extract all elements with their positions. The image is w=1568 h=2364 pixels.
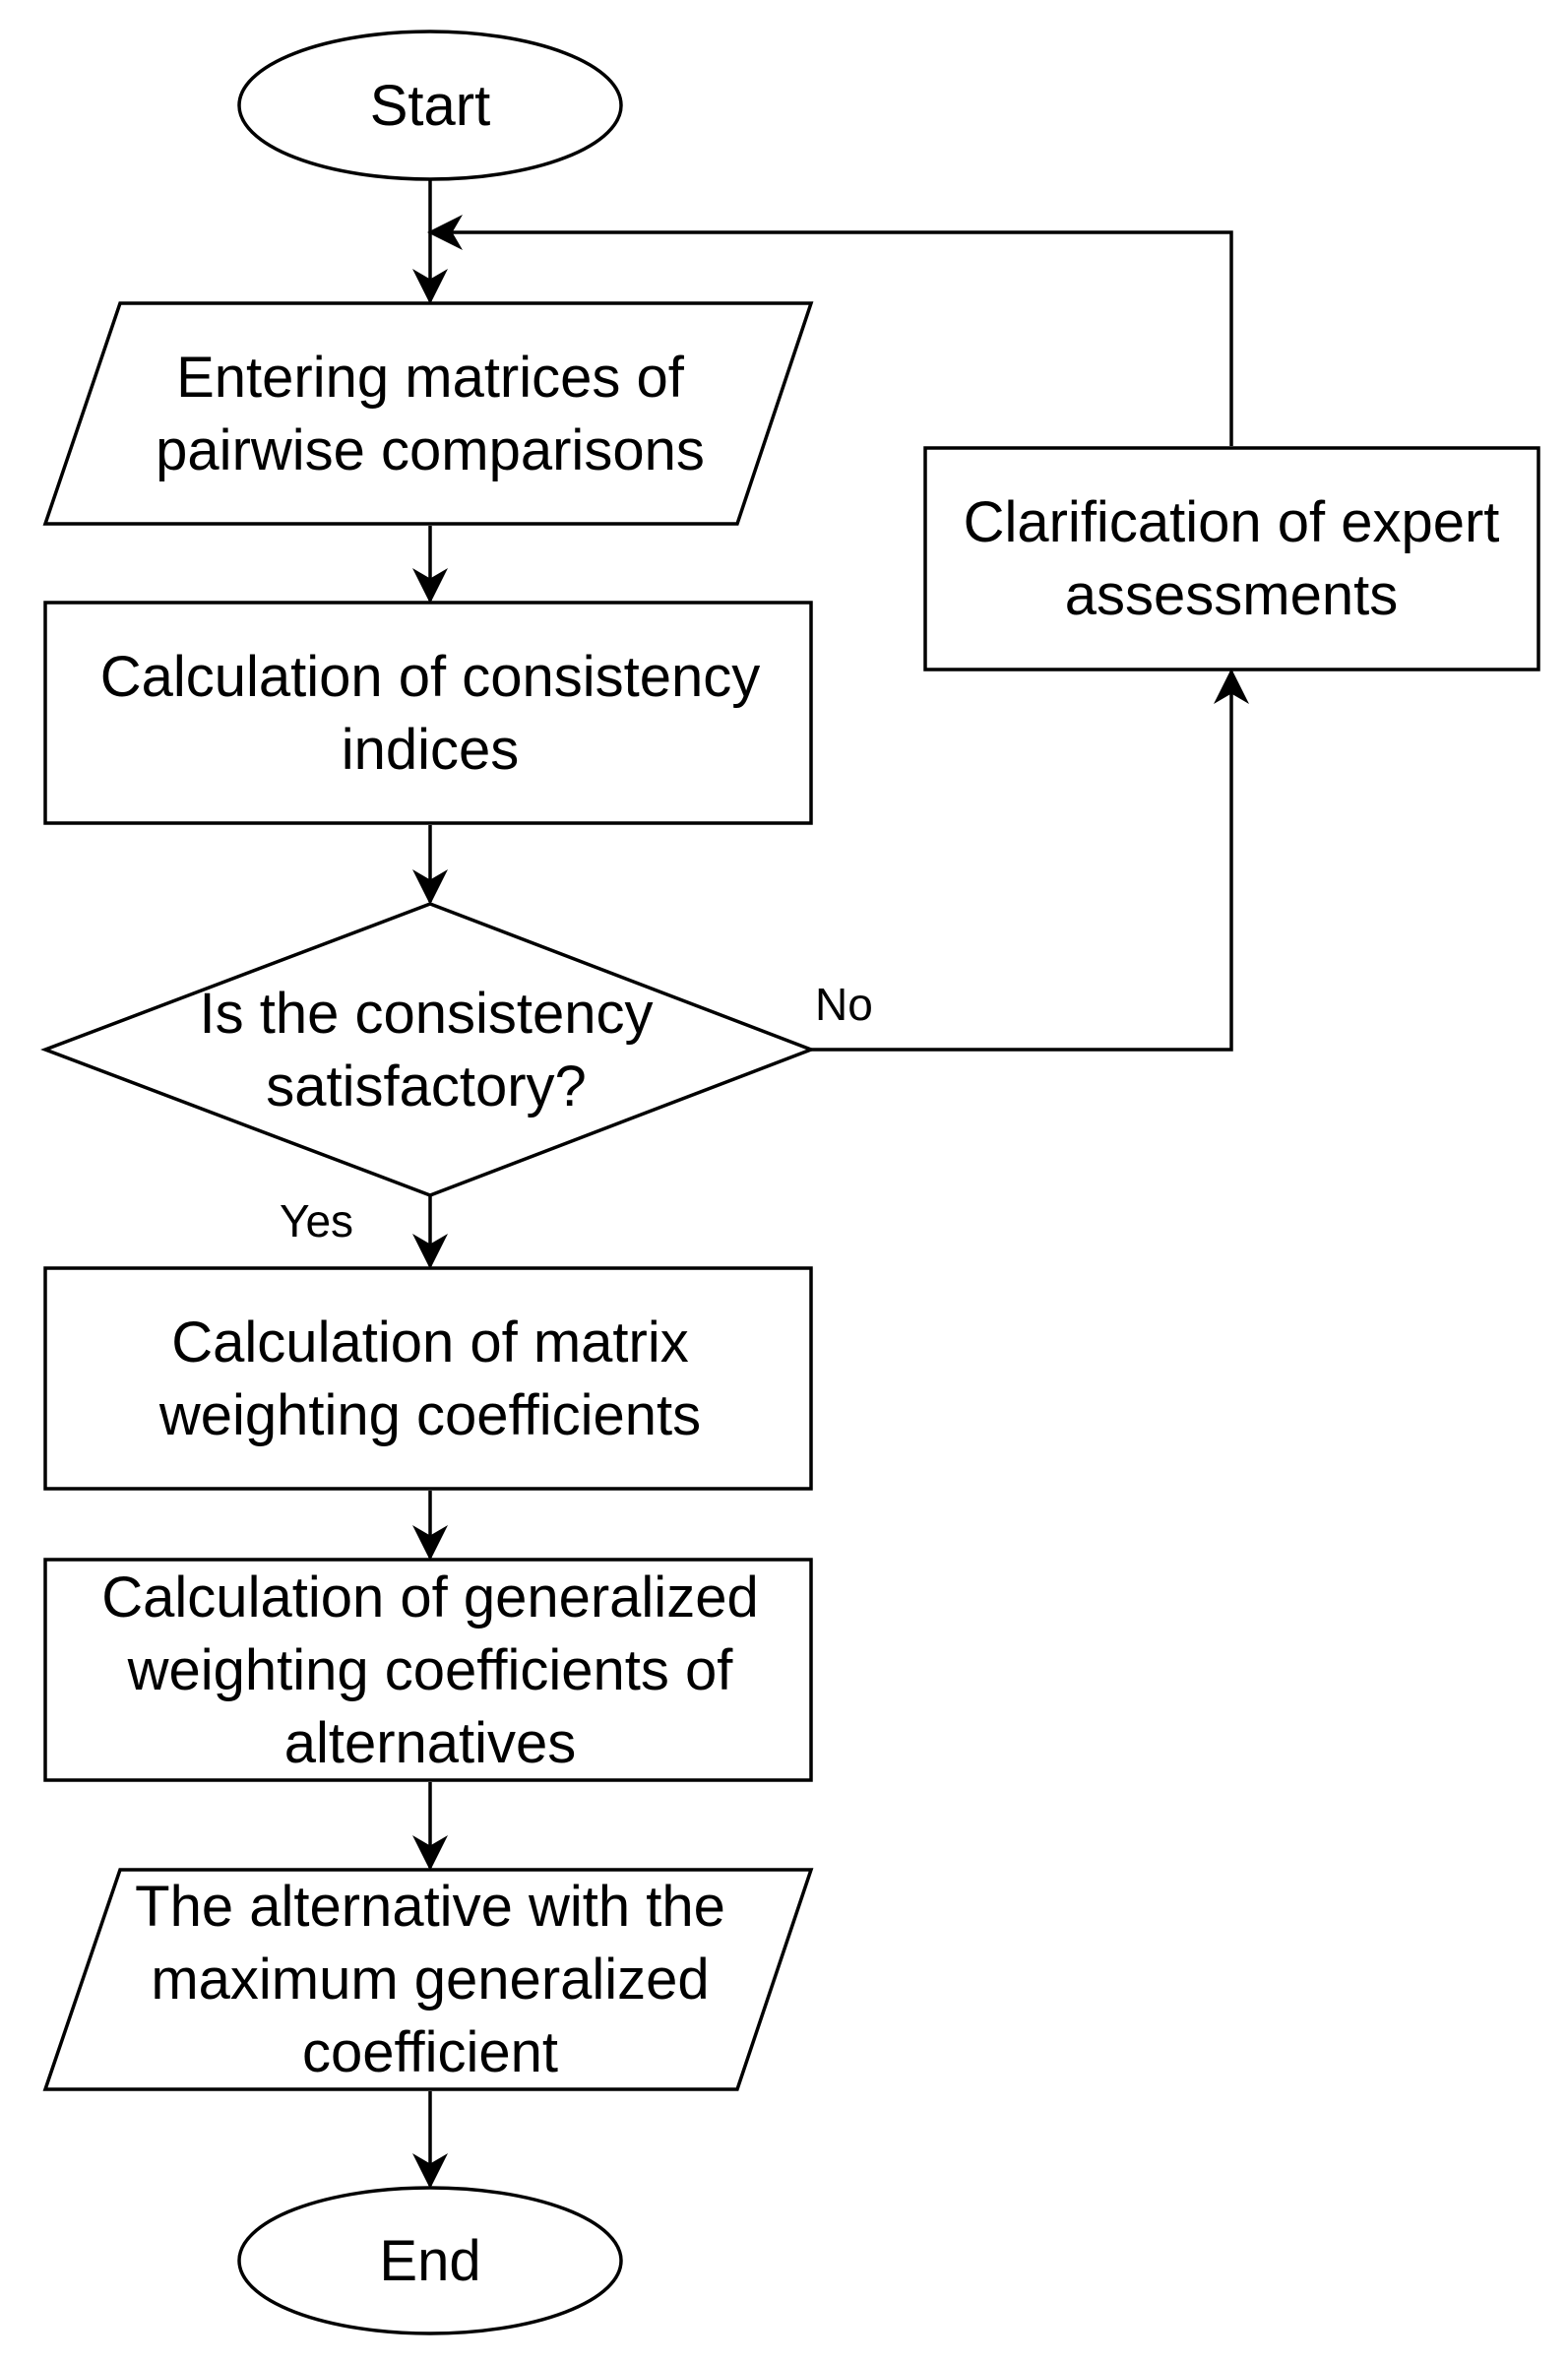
connectors: [412, 179, 1249, 2189]
calc-matrix-weights-line: weighting coefficients: [158, 1383, 701, 1447]
decision-line: satisfactory?: [266, 1054, 587, 1118]
clarification-line: assessments: [1065, 563, 1398, 627]
calc-generalized-line: Calculation of generalized: [101, 1565, 758, 1629]
input-matrices-line: Entering matrices of: [176, 346, 685, 410]
decision-node: Is the consistency satisfactory?: [40, 902, 816, 1197]
calc-matrix-weights-node: Calculation of matrix weighting coefficie…: [43, 1266, 813, 1491]
input-matrices-node: Entering matrices of pairwise comparisons: [42, 301, 814, 526]
calc-generalized-line: weighting coefficients of: [127, 1638, 734, 1702]
input-matrices-line: pairwise comparisons: [156, 418, 705, 482]
calc-generalized-label: Calculation of generalized weighting coef…: [101, 1565, 758, 1775]
decision-label: Is the consistency satisfactory?: [200, 982, 654, 1118]
calc-consistency-node: Calculation of consistency indices: [43, 601, 813, 825]
output-alternative-line: maximum generalized: [151, 1948, 709, 2012]
output-alternative-node: The alternative with the maximum generali…: [42, 1868, 814, 2091]
output-alternative-label: The alternative with the maximum generali…: [135, 1875, 725, 2084]
edge-label-no: No: [815, 979, 873, 1030]
calc-consistency-line: Calculation of consistency: [100, 645, 761, 709]
clarification-node: Clarification of expert assessments: [923, 446, 1540, 671]
start-line: Start: [370, 74, 491, 138]
output-alternative-line: The alternative with the: [135, 1875, 725, 1939]
clarification-line: Clarification of expert: [964, 490, 1500, 554]
edge-decision-no: [811, 669, 1249, 1052]
decision-line: Is the consistency: [200, 982, 654, 1046]
calc-generalized-line: alternatives: [284, 1711, 577, 1775]
end-label: End: [379, 2229, 480, 2293]
end-line: End: [379, 2229, 480, 2293]
input-matrices-label: Entering matrices of pairwise comparisons: [156, 346, 705, 482]
clarification-label: Clarification of expert assessments: [964, 490, 1500, 627]
calc-consistency-line: indices: [342, 718, 520, 782]
output-alternative-line: coefficient: [302, 2020, 558, 2084]
calc-consistency-label: Calculation of consistency indices: [100, 645, 761, 782]
calc-matrix-weights-line: Calculation of matrix: [171, 1310, 688, 1374]
calc-generalized-node: Calculation of generalized weighting coef…: [43, 1558, 813, 1782]
end-terminal: End: [237, 2186, 623, 2335]
calc-matrix-weights-label: Calculation of matrix weighting coefficie…: [158, 1310, 701, 1447]
start-terminal: Start: [237, 30, 623, 181]
edge-clarification-loop: [427, 215, 1233, 446]
edge-label-yes: Yes: [280, 1195, 353, 1246]
start-label: Start: [370, 74, 491, 138]
